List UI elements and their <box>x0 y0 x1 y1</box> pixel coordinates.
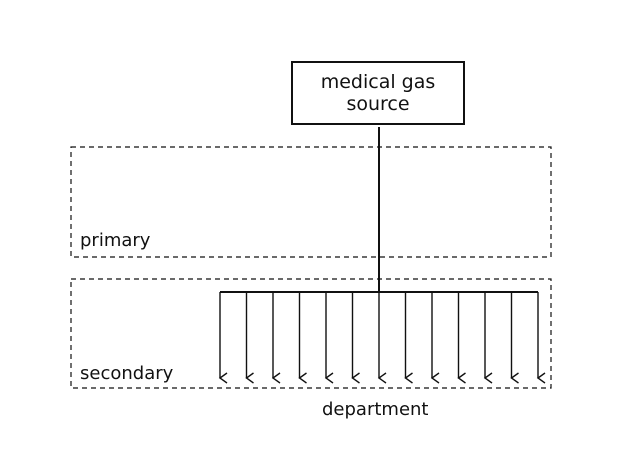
department-label: department <box>322 399 429 420</box>
primary-zone-label: primary <box>80 230 151 251</box>
primary-zone <box>70 146 552 258</box>
source-label-line1: medical gas <box>320 71 436 93</box>
source-label-line2: source <box>346 93 410 115</box>
secondary-zone <box>70 278 552 389</box>
outlet-arrows <box>218 292 546 384</box>
secondary-zone-label: secondary <box>80 363 174 384</box>
medical-gas-source-box: medical gas source <box>291 61 465 125</box>
